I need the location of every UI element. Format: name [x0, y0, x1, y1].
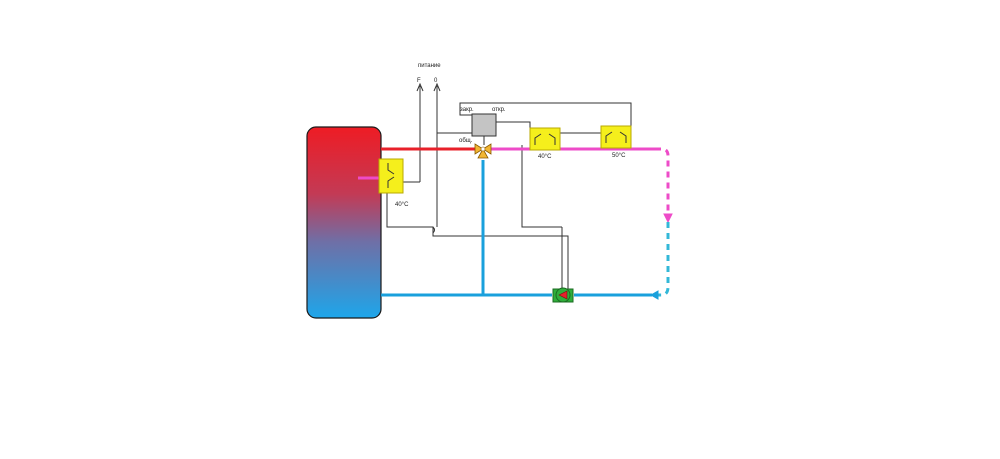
power-label: питание [418, 63, 441, 69]
control-wiring [386, 82, 632, 290]
valve-common-label: общ. [459, 138, 473, 144]
three-way-valve-icon [474, 143, 492, 159]
phase-label: F [417, 78, 421, 84]
valve-closed-label: закр. [460, 107, 474, 113]
cold-return-line [381, 160, 652, 297]
thermostat-mid: 40°C [529, 127, 561, 160]
thermostat-tank: 40°C [378, 158, 409, 208]
storage-tank-icon [306, 126, 382, 319]
thermostat-right: 50°C [600, 125, 632, 159]
thermostat-mid-label: 40°C [538, 154, 552, 160]
thermostat-tank-label: 40°C [395, 202, 409, 208]
return-loop-dashed [649, 147, 673, 300]
valve-actuator-icon [471, 113, 497, 145]
neutral-label: 0 [434, 78, 438, 84]
valve-open-label: откр. [492, 107, 506, 113]
circulation-pump-icon [552, 287, 574, 303]
thermostat-right-label: 50°C [612, 153, 626, 159]
